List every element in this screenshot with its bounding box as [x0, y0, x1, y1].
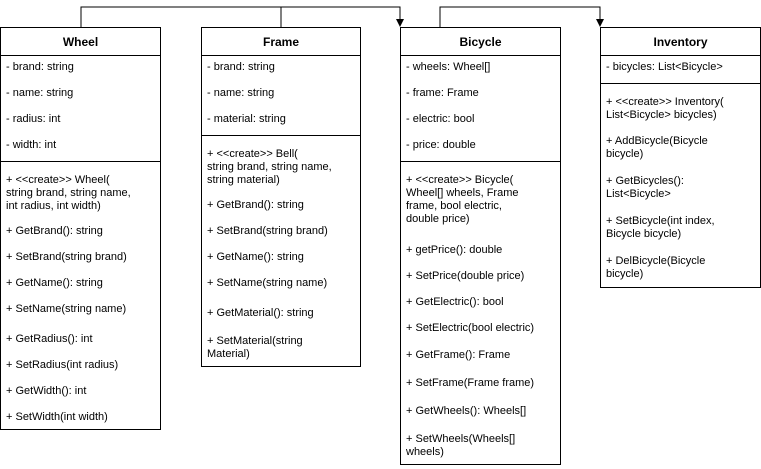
wheel-attr-width: - width: int: [6, 139, 57, 151]
bicycle-method-setwheels: + SetWheels(Wheels[] wheels): [406, 433, 516, 458]
bicycle-class[interactable]: Bicycle - wheels: Wheel[] - frame: Frame…: [400, 27, 561, 465]
wheel-method-setradius: + SetRadius(int radius): [6, 359, 119, 371]
frame-method-setmaterial: + SetMaterial(string Material): [207, 335, 303, 360]
frame-method-setbrand: + SetBrand(string brand): [207, 225, 328, 237]
wheel-method-getname: + GetName(): string: [6, 277, 103, 289]
bicycle-attr-frame: - frame: Frame: [406, 87, 479, 99]
inventory-divider: [601, 83, 760, 84]
bicycle-arrowhead: [396, 19, 404, 27]
frame-attr-material: - material: string: [207, 113, 286, 125]
bicycle-attr-wheels: - wheels: Wheel[]: [406, 61, 491, 73]
wheel-attr-brand: - brand: string: [6, 61, 74, 73]
bicycle-method-getelectric: + GetElectric(): bool: [406, 296, 504, 308]
inventory-class-name: Inventory: [601, 28, 760, 56]
wheel-method-getwidth: + GetWidth(): int: [6, 385, 87, 397]
bicycle-method-getframe: + GetFrame(): Frame: [406, 349, 511, 361]
wheel-method-constructor: + <<create>> Wheel( string brand, string…: [6, 174, 131, 212]
bicycle-method-constructor: + <<create>> Bicycle( Wheel[] wheels, Fr…: [406, 174, 519, 225]
frame-method-getbrand: + GetBrand(): string: [207, 199, 304, 211]
wheel-method-getbrand: + GetBrand(): string: [6, 225, 103, 237]
frame-divider: [202, 135, 360, 136]
wheel-method-setwidth: + SetWidth(int width): [6, 411, 108, 423]
wheel-method-setname: + SetName(string name): [6, 303, 127, 315]
inventory-method-delbicycle: + DelBicycle(Bicycle bicycle): [606, 255, 706, 280]
inventory-method-addbicycle: + AddBicycle(Bicycle bicycle): [606, 135, 708, 160]
inventory-class[interactable]: Inventory - bicycles: List<Bicycle> + <<…: [600, 27, 761, 288]
inventory-method-constructor: + <<create>> Inventory( List<Bicycle> bi…: [606, 96, 724, 121]
wheel-to-bicycle-line: [80, 6, 401, 27]
bicycle-method-getwheels: + GetWheels(): Wheels[]: [406, 405, 527, 417]
wheel-class[interactable]: Wheel - brand: string - name: string - r…: [0, 27, 161, 430]
wheel-class-name: Wheel: [1, 28, 160, 56]
wheel-method-setbrand: + SetBrand(string brand): [6, 251, 127, 263]
frame-attr-name: - name: string: [207, 87, 275, 99]
frame-attr-brand: - brand: string: [207, 61, 275, 73]
bicycle-to-inventory-line: [439, 6, 601, 27]
bicycle-attr-price: - price: double: [406, 139, 476, 151]
frame-class[interactable]: Frame - brand: string - name: string - m…: [201, 27, 361, 367]
frame-class-name: Frame: [202, 28, 360, 56]
bicycle-method-getprice: + getPrice(): double: [406, 244, 503, 256]
inventory-method-setbicycle: + SetBicycle(int index, Bicycle bicycle): [606, 215, 715, 240]
inventory-arrowhead: [596, 19, 604, 27]
bicycle-class-name: Bicycle: [401, 28, 560, 56]
wheel-attr-radius: - radius: int: [6, 113, 61, 125]
frame-method-getname: + GetName(): string: [207, 251, 304, 263]
wheel-method-getradius: + GetRadius(): int: [6, 333, 93, 345]
bicycle-method-setframe: + SetFrame(Frame frame): [406, 377, 535, 389]
bicycle-divider: [401, 161, 560, 162]
wheel-attr-name: - name: string: [6, 87, 74, 99]
frame-method-setname: + SetName(string name): [207, 277, 328, 289]
bicycle-method-setprice: + SetPrice(double price): [406, 270, 525, 282]
bicycle-method-setelectric: + SetElectric(bool electric): [406, 322, 535, 334]
inventory-attr-bicycles: - bicycles: List<Bicycle>: [606, 61, 723, 73]
frame-method-constructor: + <<create>> Bell( string brand, string …: [207, 148, 332, 186]
bicycle-attr-electric: - electric: bool: [406, 113, 475, 125]
frame-method-getmaterial: + GetMaterial(): string: [207, 307, 314, 319]
wheel-divider: [1, 161, 160, 162]
inventory-method-getbicycles: + GetBicycles(): List<Bicycle>: [606, 175, 684, 200]
